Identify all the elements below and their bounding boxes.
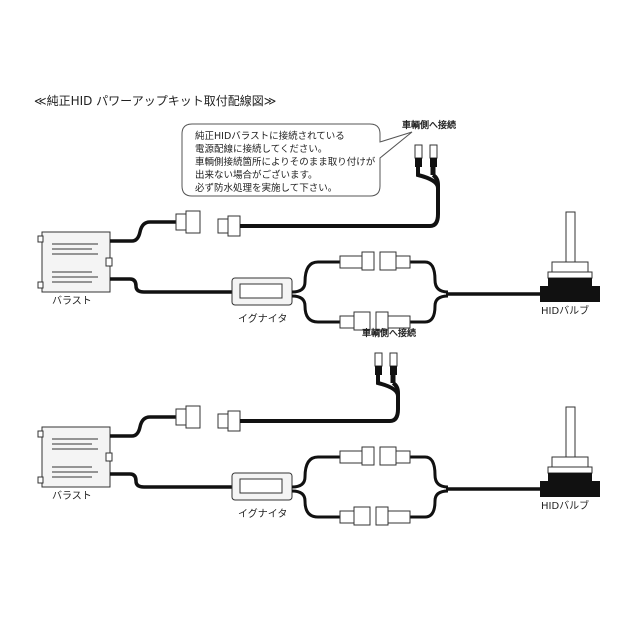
hid-bulb — [540, 211, 600, 302]
wiring-unit-1: バラスト 車輌側へ接続 イグナイタ HIDバルブ — [37, 119, 600, 331]
diagram-title: ≪純正HID パワーアップキット取付配線図≫ — [34, 93, 276, 108]
vehicle-power-socket — [217, 410, 241, 432]
ballast-power-plug — [175, 210, 201, 234]
vehicle-terminal — [374, 352, 398, 375]
igniter-label: イグナイタ — [238, 312, 287, 325]
callout-bubble: 純正HIDバラストに接続されている 電源配線に接続してください。 車輌側接続箇所… — [181, 123, 413, 197]
ballast — [37, 426, 113, 488]
callout-line: 電源配線に接続してください。 — [195, 143, 327, 155]
hid-bulb — [540, 406, 600, 497]
ballast-label: バラスト — [52, 490, 92, 502]
vehicle-connection-label: 車輌側へ接続 — [362, 327, 416, 339]
igniter — [231, 472, 293, 501]
vehicle-power-socket — [217, 215, 241, 237]
vehicle-connection-label: 車輌側へ接続 — [402, 119, 456, 131]
ballast — [37, 231, 113, 293]
callout-line: 純正HIDバラストに接続されている — [195, 130, 345, 142]
igniter-label: イグナイタ — [238, 507, 287, 520]
ballast-label: バラスト — [52, 295, 92, 307]
bulb-connector-pair — [339, 446, 411, 526]
callout-line: 車輌側接続箇所によりそのまま取り付けが — [195, 156, 376, 168]
igniter — [231, 277, 293, 306]
bulb-label: HIDバルブ — [541, 304, 589, 317]
wiring-unit-2: バラスト 車輌側へ接続 イグナイタ HIDバルブ — [37, 327, 600, 526]
vehicle-terminal — [414, 144, 438, 167]
callout-line: 必ず防水処理を実施して下さい。 — [195, 182, 337, 194]
bulb-connector-pair — [339, 251, 411, 331]
ballast-power-plug — [175, 405, 201, 429]
callout-line: 出来ない場合がございます。 — [195, 169, 318, 181]
bulb-label: HIDバルブ — [541, 499, 589, 512]
